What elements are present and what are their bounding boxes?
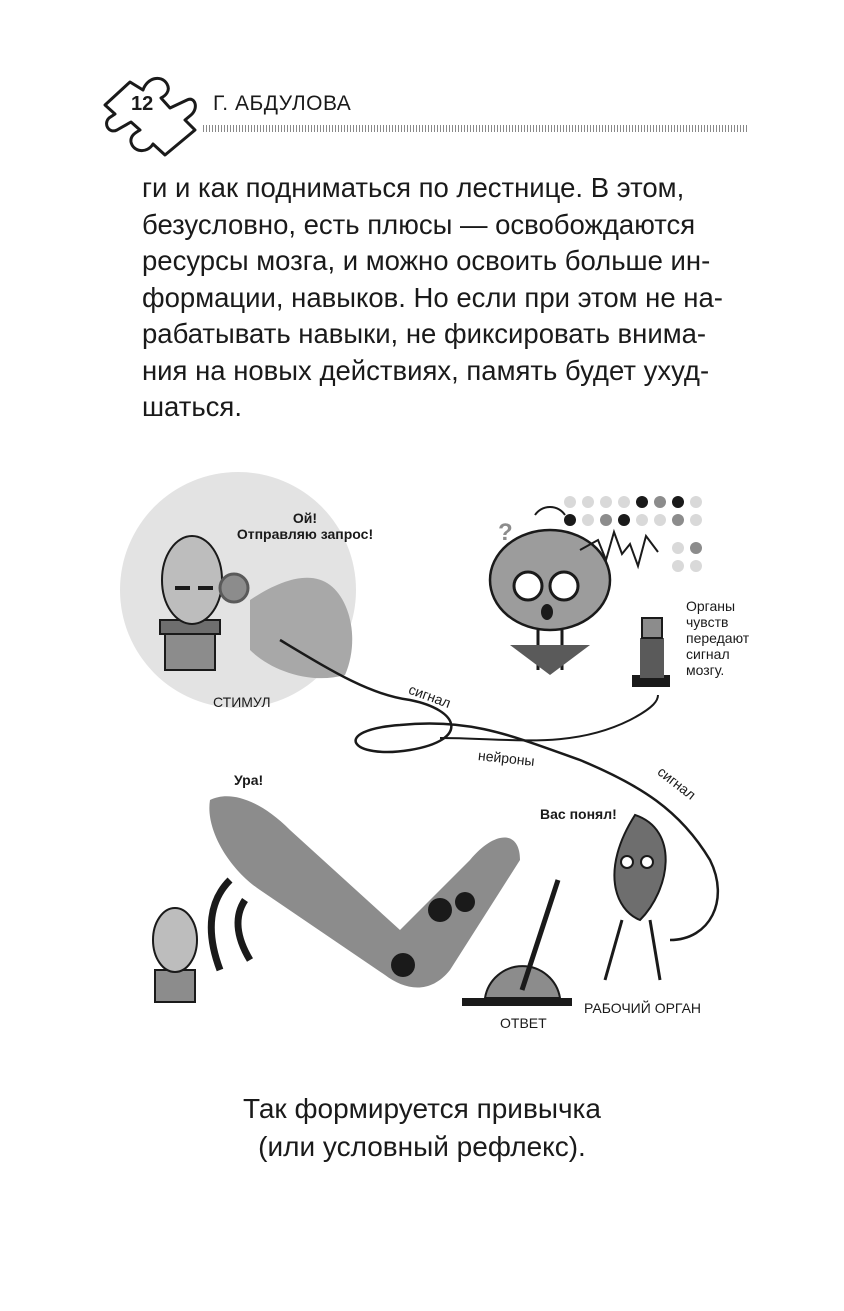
running-title: Г. АБДУЛОВА [213, 92, 352, 115]
speech-bubble-ouch: Ой! Отправляю запрос! [225, 510, 385, 542]
arm-bottom [209, 796, 520, 988]
senses-line: мозгу. [686, 662, 725, 678]
arrow-up-icon [234, 898, 254, 962]
senses-line: чувств [686, 614, 729, 630]
siren-icon [632, 617, 670, 687]
body-line: шаться. [142, 391, 242, 422]
label-working-organ: РАБОЧИЙ ОРГАН [584, 1000, 702, 1016]
hand-top [250, 577, 353, 679]
body-line: ресурсы мозга, и можно освоить больше ин… [142, 245, 711, 276]
svg-text:?: ? [498, 519, 513, 546]
arrow-up-icon [207, 877, 233, 972]
illustration-drawing: ? [120, 472, 720, 1006]
speech-ouch-line: Отправляю запрос! [236, 526, 374, 542]
header-rule [203, 125, 748, 132]
reflex-illustration: ? [110, 470, 750, 1050]
cactus-icon [159, 535, 250, 671]
lever-icon [462, 879, 572, 1006]
body-paragraph: ги и как подниматься по лестнице. В этом… [142, 170, 742, 426]
seed-character-icon [603, 813, 667, 981]
page-number: 12 [131, 93, 154, 115]
speech-bubble-hooray: Ура! [234, 772, 264, 788]
senses-line: Органы [686, 598, 736, 614]
nerve-path [279, 638, 720, 942]
nerve-path-to-senses [439, 694, 659, 742]
figure-caption: Так формируется привычка (или условный р… [100, 1090, 744, 1166]
page-header: 12 Г. АБДУЛОВА [95, 60, 755, 160]
gear-icon [391, 892, 475, 977]
caption-line-2: (или условный рефлекс). [258, 1131, 586, 1162]
body-line: ги и как подниматься по лестнице. В этом… [142, 172, 685, 203]
senses-line: передают [686, 630, 750, 646]
label-response: ОТВЕТ [500, 1015, 547, 1031]
cactus-small-icon [152, 907, 198, 1003]
body-line: безусловно, есть плюсы — освобождаются [142, 208, 696, 240]
caption-line-1: Так формируется привычка [243, 1093, 601, 1124]
puzzle-piece-icon [103, 76, 197, 157]
body-line: рабатывать навыки, не фиксировать внима- [142, 318, 707, 349]
label-senses: Органы чувств передают сигнал мозгу. [686, 598, 749, 678]
senses-line: сигнал [686, 646, 730, 662]
speech-bubble-understood: Вас понял! [540, 806, 617, 822]
label-stimulus: СТИМУЛ [213, 694, 271, 710]
signal-readout [534, 496, 702, 572]
body-line: ния на новых действиях, память будет уху… [142, 354, 710, 386]
brain-icon: ? [488, 519, 612, 675]
speech-ouch-line: Ой! [292, 510, 318, 526]
body-line: формации, навыков. Но если при этом не н… [142, 281, 723, 313]
